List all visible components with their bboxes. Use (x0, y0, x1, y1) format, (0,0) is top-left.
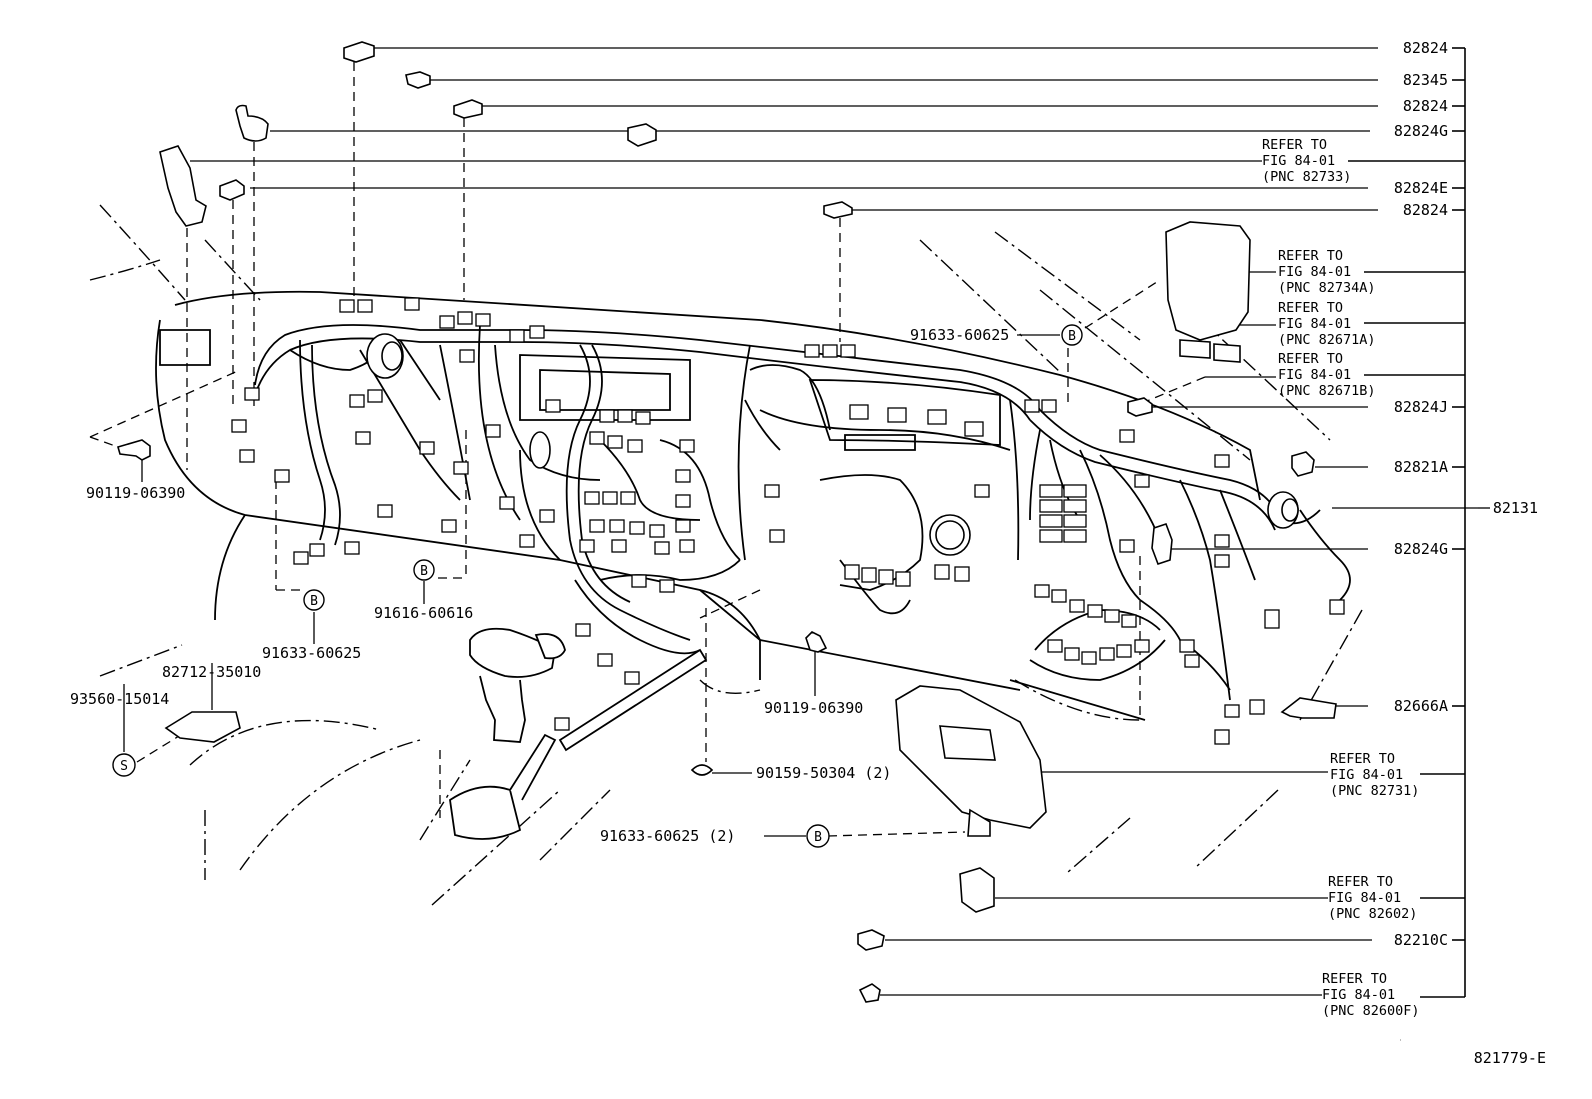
label-82824j: 82824J (1394, 398, 1448, 416)
svg-text:FIG 84-01: FIG 84-01 (1278, 316, 1351, 332)
label-91633-60625-left: 91633-60625 (262, 644, 361, 662)
relay-block-icon (159, 145, 207, 227)
callout-s: S (120, 759, 128, 774)
connector-82824-icon (343, 41, 375, 63)
svg-text:FIG 84-01: FIG 84-01 (1262, 153, 1335, 169)
label-82210c: 82210C (1394, 931, 1448, 949)
refer-note-82602: REFER TO FIG 84-01 (PNC 82602) (1328, 874, 1417, 922)
junction-block-icon (1165, 221, 1251, 341)
dashboard-body (155, 290, 1261, 721)
terminal-82600f-icon (858, 983, 881, 1003)
figure-id: 821779-E (1474, 1049, 1546, 1067)
grommets (366, 333, 1299, 556)
connector-82821a-icon (1291, 451, 1315, 477)
label-82712-35010: 82712-35010 (162, 663, 261, 681)
svg-text:FIG 84-01: FIG 84-01 (1322, 987, 1395, 1003)
svg-text:REFER TO: REFER TO (1278, 248, 1343, 264)
callout-circles (112, 324, 1083, 848)
label-91616-60616: 91616-60616 (374, 604, 473, 622)
label-91633-60625-top: 91633-60625 (910, 326, 1009, 344)
connector-82824g-right-icon (1151, 522, 1173, 566)
refer-note-82733: REFER TO FIG 84-01 (PNC 82733) (1262, 137, 1351, 185)
callout-b-2: B (310, 594, 318, 609)
shift-lever (449, 627, 708, 840)
connector-82824e-icon (219, 179, 245, 201)
label-82824g-2: 82824G (1394, 540, 1448, 558)
right-bracket (1348, 47, 1466, 998)
clamp-82666a-icon (1280, 697, 1337, 719)
part-icons (117, 41, 1337, 1003)
harness-connectors (231, 297, 1345, 745)
svg-text:(PNC 82671A): (PNC 82671A) (1278, 332, 1376, 348)
connector-82824c-icon (823, 201, 853, 219)
callout-b-4: B (814, 830, 822, 845)
label-82345: 82345 (1403, 71, 1448, 89)
label-82824-2: 82824 (1403, 97, 1448, 115)
label-82666a: 82666A (1394, 697, 1448, 715)
svg-text:REFER TO: REFER TO (1330, 751, 1395, 767)
bolt-90119-right-icon (805, 631, 828, 653)
svg-text:(PNC 82602): (PNC 82602) (1328, 906, 1417, 922)
label-90119-06390-left: 90119-06390 (86, 484, 185, 502)
label-82824g-1: 82824G (1394, 122, 1448, 140)
svg-text:REFER TO: REFER TO (1328, 874, 1393, 890)
callout-b-1: B (1068, 329, 1076, 344)
connector-82824b-icon (453, 99, 483, 119)
svg-text:(PNC 82734A): (PNC 82734A) (1278, 280, 1376, 296)
screw-90159-icon (690, 764, 714, 776)
svg-text:REFER TO: REFER TO (1278, 300, 1343, 316)
svg-text:REFER TO: REFER TO (1322, 971, 1387, 987)
label-82824-1: 82824 (1403, 39, 1448, 57)
svg-text:(PNC 82731): (PNC 82731) (1330, 783, 1419, 799)
clip-82345-icon (405, 71, 431, 89)
label-82821a: 82821A (1394, 458, 1448, 476)
svg-text:FIG 84-01: FIG 84-01 (1330, 767, 1403, 783)
label-90159-50304: 90159-50304 (2) (756, 764, 891, 782)
label-90119-06390-right: 90119-06390 (764, 699, 863, 717)
connector-82824g-icon (627, 123, 657, 147)
refer-note-82734a: REFER TO FIG 84-01 (PNC 82734A) (1278, 248, 1376, 296)
leader-lines (123, 47, 1490, 996)
label-93560-15014: 93560-15014 (70, 690, 169, 708)
svg-text:FIG 84-01: FIG 84-01 (1278, 264, 1351, 280)
label-82131: 82131 (1493, 499, 1538, 517)
label-82824e: 82824E (1394, 179, 1448, 197)
connector-82824j-icon (1127, 397, 1153, 417)
svg-text:REFER TO: REFER TO (1278, 351, 1343, 367)
wire-harness (254, 324, 1351, 701)
label-82824-3: 82824 (1403, 201, 1448, 219)
terminal-82210c-icon (857, 929, 885, 951)
refer-note-82671a: REFER TO FIG 84-01 (PNC 82671A) (1278, 300, 1376, 348)
svg-text:(PNC 82733): (PNC 82733) (1262, 169, 1351, 185)
label-91633-60625-bottom: 91633-60625 (2) (600, 827, 735, 845)
refer-note-82671b: REFER TO FIG 84-01 (PNC 82671B) (1278, 351, 1376, 399)
refer-note-82600f: REFER TO FIG 84-01 (PNC 82600F) (1322, 971, 1420, 1019)
svg-text:FIG 84-01: FIG 84-01 (1328, 890, 1401, 906)
callout-b-3: B (420, 564, 428, 579)
dashed-leaders (89, 62, 1206, 837)
bolt-90119-left-icon (117, 439, 151, 461)
relay-82602-icon (959, 867, 995, 913)
hook-connector-icon (235, 104, 269, 142)
svg-text:REFER TO: REFER TO (1262, 137, 1327, 153)
svg-text:(PNC 82600F): (PNC 82600F) (1322, 1003, 1420, 1019)
svg-text:FIG 84-01: FIG 84-01 (1278, 367, 1351, 383)
svg-text:(PNC 82671B): (PNC 82671B) (1278, 383, 1376, 399)
refer-note-82731: REFER TO FIG 84-01 (PNC 82731) (1330, 751, 1419, 799)
bracket-82712-icon (164, 711, 241, 743)
